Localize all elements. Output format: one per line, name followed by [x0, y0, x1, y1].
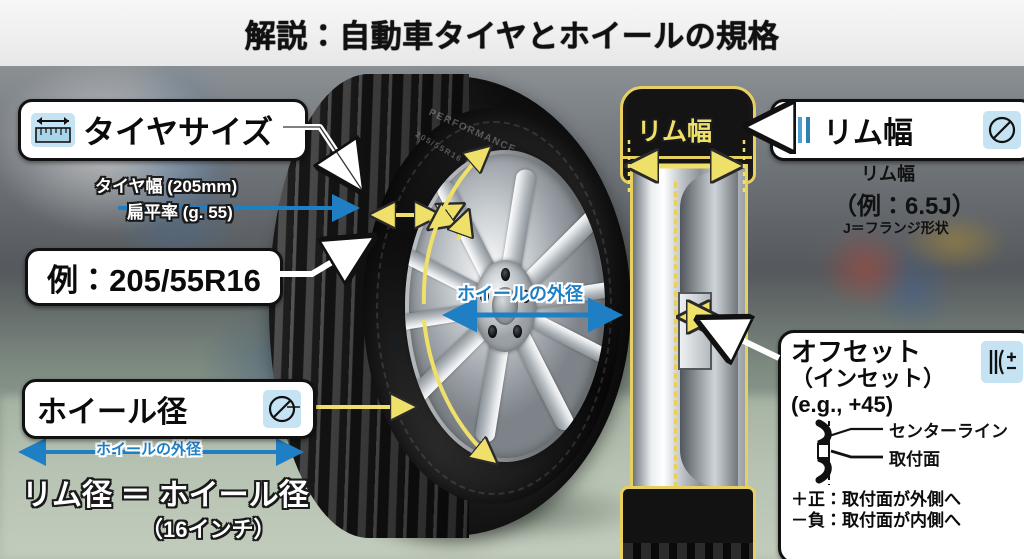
annotation-wheel-outer-diameter: ホイールの外径: [457, 284, 583, 304]
vertical-bars-icon: [783, 112, 817, 148]
callout-tire-size[interactable]: タイヤサイズ: [18, 99, 308, 161]
cross-section-flange-top: [620, 156, 752, 173]
wheel-lug-bolt: [487, 325, 497, 339]
annotation-rim-width-title: リム幅: [861, 164, 915, 184]
callout-offset[interactable]: オフセット （インセット） (e.g., +45): [778, 330, 1024, 559]
annotation-wheel-outer-diameter-bottom: ホイールの外径: [96, 441, 202, 458]
callout-wheel-diameter-label: ホイール径: [37, 396, 187, 429]
wheel-lug-bolt: [521, 289, 531, 303]
annotation-flange-shape: J＝フランジ形状: [843, 220, 949, 236]
title-bar: 解説：自動車タイヤとホイールの規格: [0, 0, 1024, 66]
annotation-rim-width-center: リム幅: [637, 118, 713, 146]
callout-example-size-label: 例：205/55R16: [47, 262, 261, 298]
diameter-icon: [983, 111, 1021, 149]
wheel-cross-section: [612, 86, 772, 559]
callout-example-size[interactable]: 例：205/55R16: [25, 248, 283, 306]
annotation-aspect-ratio: 扁平率 (g. 55): [127, 203, 233, 222]
offset-diagram: センターライン 取付面: [791, 419, 1023, 487]
callout-offset-line3: (e.g., +45): [791, 391, 894, 417]
callout-offset-line1: オフセット: [791, 337, 922, 367]
tire-body: PERFORMANCE 205/55R16 91V: [269, 74, 631, 538]
callout-wheel-diameter[interactable]: ホイール径: [22, 379, 316, 439]
annotation-negative-rule: －負：取付面が内側へ: [791, 511, 961, 531]
annotation-rim-equals-wheel: リム径 ＝ ホイール径: [22, 479, 309, 512]
ruler-icon: [31, 113, 75, 147]
callout-rim-width[interactable]: リム幅: [770, 99, 1024, 161]
callout-tire-size-label: タイヤサイズ: [83, 114, 274, 150]
page-title: 解説：自動車タイヤとホイールの規格: [244, 18, 780, 54]
cross-section-mounting-face: [678, 292, 712, 370]
wheel-lug-bolt: [500, 267, 510, 281]
annotation-rim-inches: （16インチ）: [141, 517, 276, 542]
alloy-wheel: [405, 150, 605, 462]
callout-offset-line2: （インセット）: [791, 366, 946, 392]
annotation-tire-width: タイヤ幅 (205mm): [95, 177, 238, 196]
annotation-mount-face: 取付面: [889, 449, 940, 469]
cross-section-center-line: [674, 182, 677, 488]
tire-assembly: PERFORMANCE 205/55R16 91V: [269, 74, 641, 546]
annotation-positive-rule: ＋正：取付面が外側へ: [791, 489, 961, 509]
cross-section-tire-bottom: [620, 486, 756, 559]
offset-plus-minus-icon: [981, 341, 1023, 383]
annotation-center-line: センターライン: [889, 421, 1008, 441]
callout-rim-width-label: リム幅: [823, 117, 913, 150]
annotation-rim-width-example: （例：6.5J）: [833, 193, 976, 220]
diameter-icon: [263, 390, 301, 428]
